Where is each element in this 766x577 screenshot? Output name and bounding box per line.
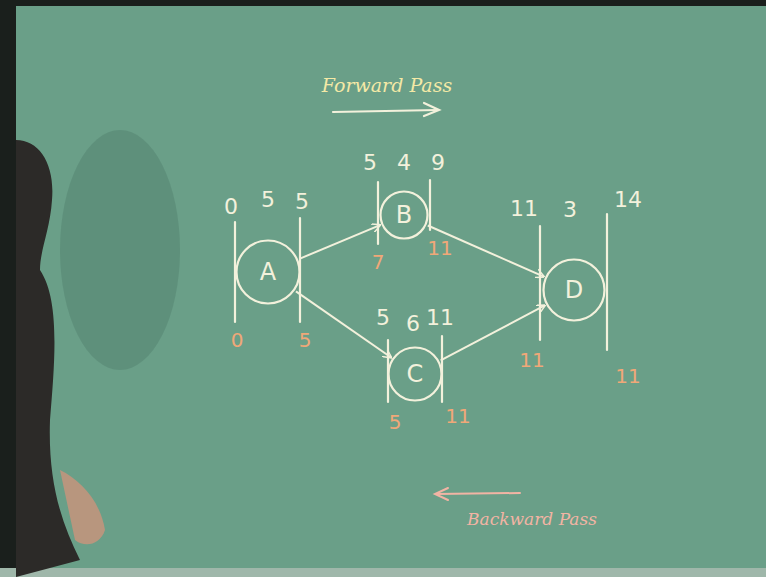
board-frame xyxy=(0,0,766,6)
late-time: 0 xyxy=(231,329,244,351)
time-bar xyxy=(429,180,431,230)
backward-arrow xyxy=(436,493,520,494)
early-time: 5 xyxy=(295,190,309,214)
time-bar xyxy=(539,226,541,340)
early-time: 5 xyxy=(261,188,275,212)
activity-name: B xyxy=(396,201,412,229)
late-time: 11 xyxy=(615,365,640,387)
activity-circle: B xyxy=(379,190,429,240)
time-bar xyxy=(377,182,379,244)
board-frame xyxy=(0,0,16,577)
chalk-ledge xyxy=(0,568,766,577)
early-time: 11 xyxy=(510,197,538,221)
early-time: 5 xyxy=(376,306,390,330)
early-time: 11 xyxy=(426,306,454,330)
forward-arrow xyxy=(333,110,438,112)
activity-circle: A xyxy=(235,239,301,305)
early-time: 3 xyxy=(563,198,577,222)
late-time: 7 xyxy=(372,251,385,273)
activity-circle: C xyxy=(387,346,443,402)
late-time: 11 xyxy=(445,405,470,427)
precedence-arrow xyxy=(428,225,544,276)
shadow xyxy=(60,130,180,370)
late-time: 5 xyxy=(299,329,312,351)
precedence-arrow xyxy=(299,225,380,259)
early-time: 4 xyxy=(397,151,411,175)
early-time: 9 xyxy=(431,151,445,175)
heading: Forward Pass xyxy=(322,75,452,96)
early-time: 14 xyxy=(614,188,642,212)
forward-arrow-head xyxy=(424,103,439,116)
early-time: 0 xyxy=(224,195,238,219)
activity-name: D xyxy=(565,276,583,304)
late-time: 11 xyxy=(519,349,544,371)
late-time: 11 xyxy=(427,237,452,259)
time-bar xyxy=(606,214,608,350)
pass-label: Backward Pass xyxy=(467,510,597,529)
early-time: 6 xyxy=(406,312,420,336)
backward-arrow-head xyxy=(435,488,448,500)
lecturer-hand xyxy=(60,470,105,544)
late-time: 5 xyxy=(389,411,402,433)
activity-name: A xyxy=(260,258,276,286)
early-time: 5 xyxy=(363,151,377,175)
activity-name: C xyxy=(407,360,424,388)
precedence-arrow xyxy=(296,291,391,357)
activity-circle: D xyxy=(542,258,606,322)
